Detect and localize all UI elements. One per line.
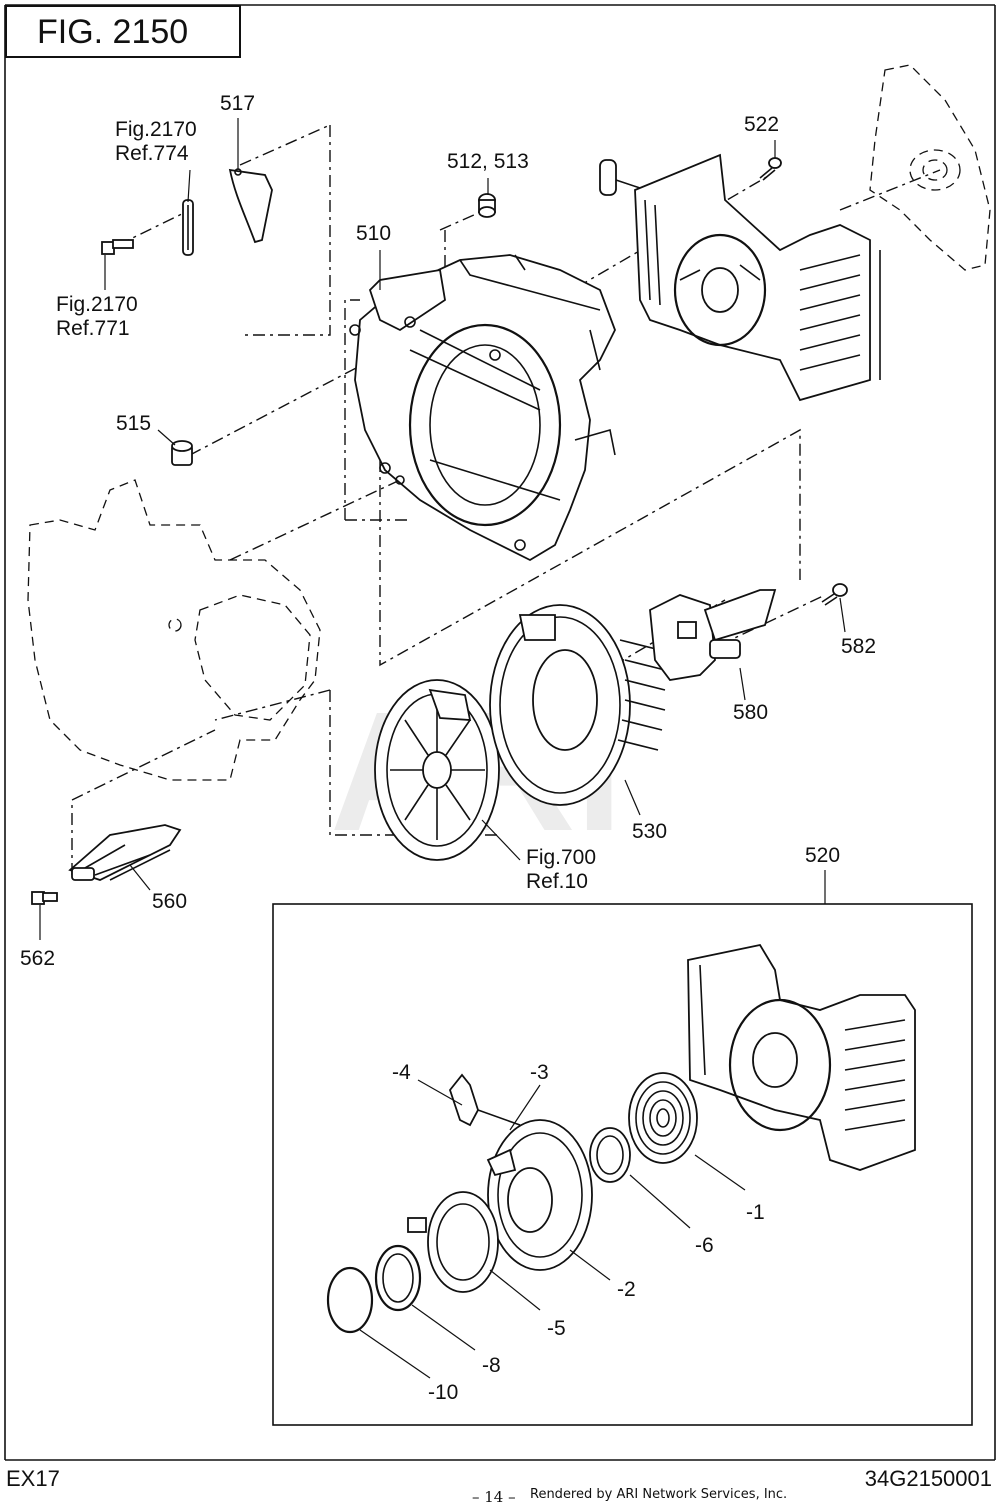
inset-part-3-reel	[486, 1119, 593, 1271]
engine-cover-outline	[869, 64, 991, 271]
inset-part-10-ring	[326, 1266, 374, 1334]
callout-fig2170-ref771: Fig.2170 Ref.771	[56, 293, 138, 340]
footer-model: EX17	[6, 1466, 60, 1491]
callout-minus-4: -4	[392, 1061, 411, 1084]
callout-580: 580	[733, 701, 769, 724]
callout-leader-lines	[39, 118, 846, 1379]
callout-520: 520	[805, 844, 841, 867]
callout-minus-6: -6	[695, 1234, 714, 1257]
callout-fig700-ref10: Fig.700 Ref.10	[526, 846, 597, 893]
callout-562: 562	[20, 947, 56, 970]
callout-515: 515	[116, 412, 152, 435]
screw-522	[759, 157, 782, 181]
callout-530: 530	[632, 820, 668, 843]
callout-minus-2: -2	[617, 1278, 636, 1301]
part-580	[649, 589, 777, 681]
footer-rendered-by: Rendered by ARI Network Services, Inc.	[530, 1487, 788, 1502]
screw-582	[821, 583, 848, 606]
part-530-flywheel	[489, 604, 666, 806]
cooling-fan	[374, 679, 500, 861]
callout-582: 582	[841, 635, 877, 658]
bolt-771	[101, 239, 134, 255]
bolt-512-513	[478, 193, 496, 218]
inset-part-8-clip	[374, 1244, 422, 1312]
inset-starter-housing	[687, 943, 916, 1171]
figure-title: FIG. 2150	[5, 5, 241, 58]
callout-510: 510	[356, 222, 392, 245]
inset-box-520	[272, 903, 973, 1426]
inset-part-1-spiral-spring	[628, 1072, 698, 1164]
callout-517: 517	[220, 92, 256, 115]
inset-part-4-handle	[448, 1073, 521, 1127]
part-517-guard	[228, 168, 273, 244]
callout-522: 522	[744, 113, 780, 136]
part-510-fan-housing	[349, 254, 616, 562]
bolt-562	[31, 891, 58, 905]
callout-minus-8: -8	[482, 1354, 501, 1377]
callout-fig2170-ref774: Fig.2170 Ref.774	[115, 118, 197, 165]
footer-code: 34G2150001	[864, 1466, 992, 1491]
callout-minus-1: -1	[746, 1201, 765, 1224]
callout-minus-3: -3	[530, 1061, 549, 1084]
engine-block-outline	[27, 479, 321, 781]
part-560-shroud	[68, 824, 182, 881]
footer-page-number: – 14 –	[472, 1488, 516, 1506]
starter-assembly-installed	[599, 153, 881, 402]
page-frame	[4, 4, 996, 1461]
inset-part-5-ratchet	[407, 1191, 499, 1293]
callout-minus-5: -5	[547, 1317, 566, 1340]
part-774-strip	[182, 199, 194, 256]
callout-512-513: 512, 513	[447, 150, 529, 173]
callout-minus-10: -10	[428, 1381, 459, 1404]
inset-part-6-spring	[589, 1127, 631, 1183]
callout-560: 560	[152, 890, 188, 913]
part-515-spacer	[171, 440, 193, 466]
